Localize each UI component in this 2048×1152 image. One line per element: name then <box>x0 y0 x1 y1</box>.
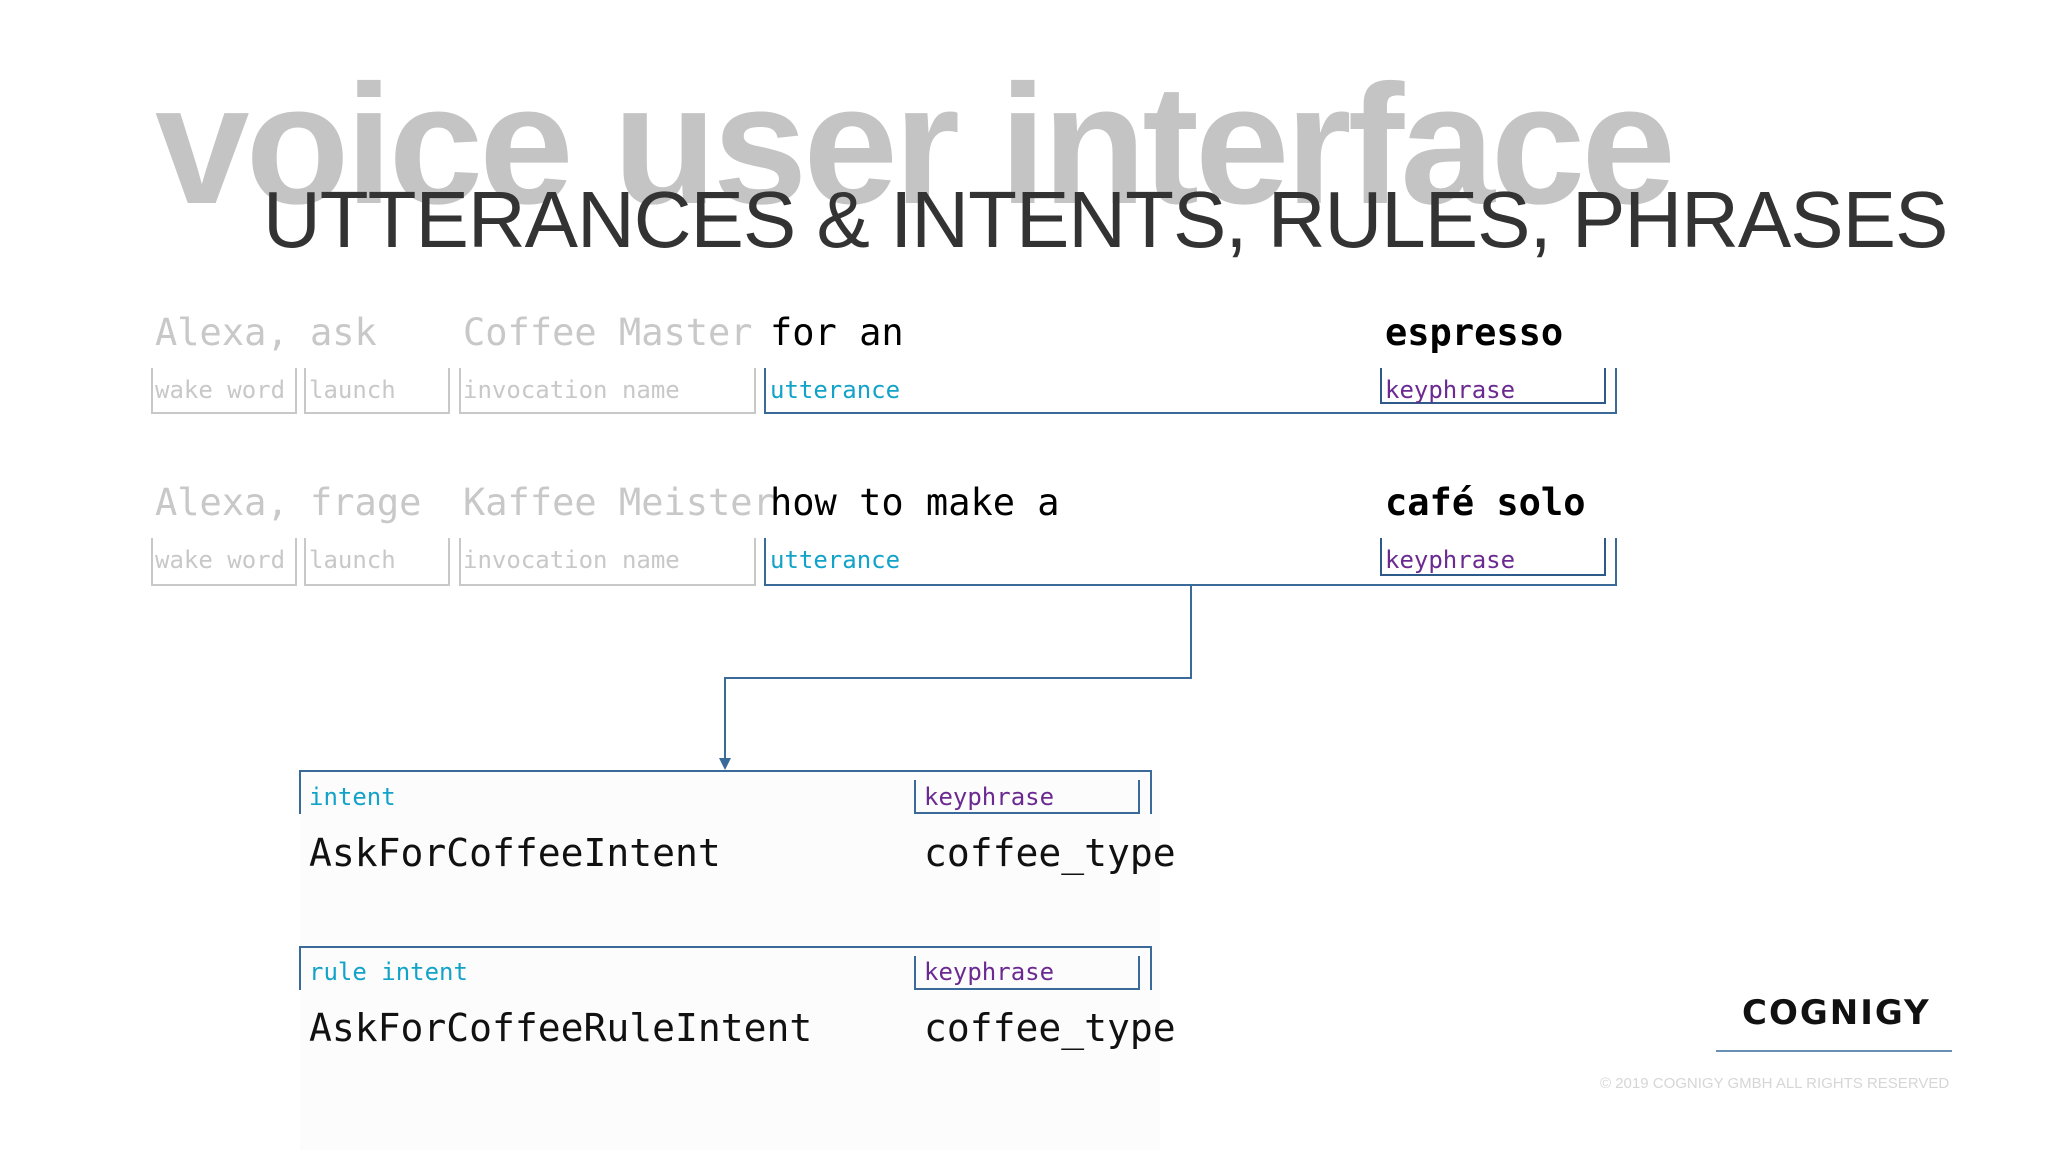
copyright-notice: © 2019 COGNIGY GMBH ALL RIGHTS RESERVED <box>1600 1075 1950 1092</box>
rule-intent-bracket <box>299 946 1152 990</box>
keyphrase-bracket <box>914 780 1140 814</box>
utterance-tag: utterance <box>770 376 901 404</box>
wake-word-text: Alexa, <box>155 481 289 524</box>
invocation-name-tag: invocation name <box>463 546 680 574</box>
wake-word-tag: wake word <box>155 546 286 574</box>
utterance-bracket <box>764 538 1617 586</box>
utterance-bracket <box>764 368 1617 414</box>
keyphrase-tag: keyphrase <box>1385 546 1516 574</box>
keyphrase-tag: keyphrase <box>1385 376 1516 404</box>
slide-title: UTTERANCES & INTENTS, RULES, PHRASES <box>263 175 1948 264</box>
keyphrase-bracket <box>1380 368 1606 404</box>
launch-bracket <box>304 538 450 586</box>
intent-bracket <box>299 770 1152 814</box>
keyphrase-tag: keyphrase <box>924 958 1055 986</box>
launch-text: frage <box>310 481 422 524</box>
cognigy-logo: COGNIGY <box>1742 993 1931 1033</box>
keyphrase-tag: keyphrase <box>924 783 1055 811</box>
intent-panel <box>300 770 1160 1150</box>
wake-word-tag: wake word <box>155 376 286 404</box>
slot-name: coffee_type <box>924 831 1176 875</box>
wake-word-bracket <box>151 538 297 586</box>
intent-tag: intent <box>309 783 396 811</box>
launch-tag: launch <box>309 376 396 404</box>
invocation-name-tag: invocation name <box>463 376 680 404</box>
invocation-name-text: Kaffee Meister <box>463 481 775 524</box>
utterance-text: how to make a <box>770 481 1060 524</box>
utterance-text: for an <box>770 311 904 354</box>
utterance-tag: utterance <box>770 546 901 574</box>
keyphrase-text: espresso <box>1385 311 1564 354</box>
rule-intent-name: AskForCoffeeRuleIntent <box>309 1006 813 1050</box>
keyphrase-bracket <box>914 956 1140 990</box>
background-title: voice user interface <box>155 50 1676 240</box>
slot-name: coffee_type <box>924 1006 1176 1050</box>
invocation-name-bracket <box>459 368 756 414</box>
launch-tag: launch <box>309 546 396 574</box>
launch-bracket <box>304 368 450 414</box>
invocation-name-text: Coffee Master <box>463 311 753 354</box>
intent-name: AskForCoffeeIntent <box>309 831 721 875</box>
keyphrase-text: café solo <box>1385 481 1586 524</box>
wake-word-text: Alexa, <box>155 311 289 354</box>
rule-intent-tag: rule intent <box>309 958 468 986</box>
logo-underline <box>1716 1050 1952 1052</box>
wake-word-bracket <box>151 368 297 414</box>
invocation-name-bracket <box>459 538 756 586</box>
keyphrase-bracket <box>1380 538 1606 576</box>
launch-text: ask <box>310 311 377 354</box>
